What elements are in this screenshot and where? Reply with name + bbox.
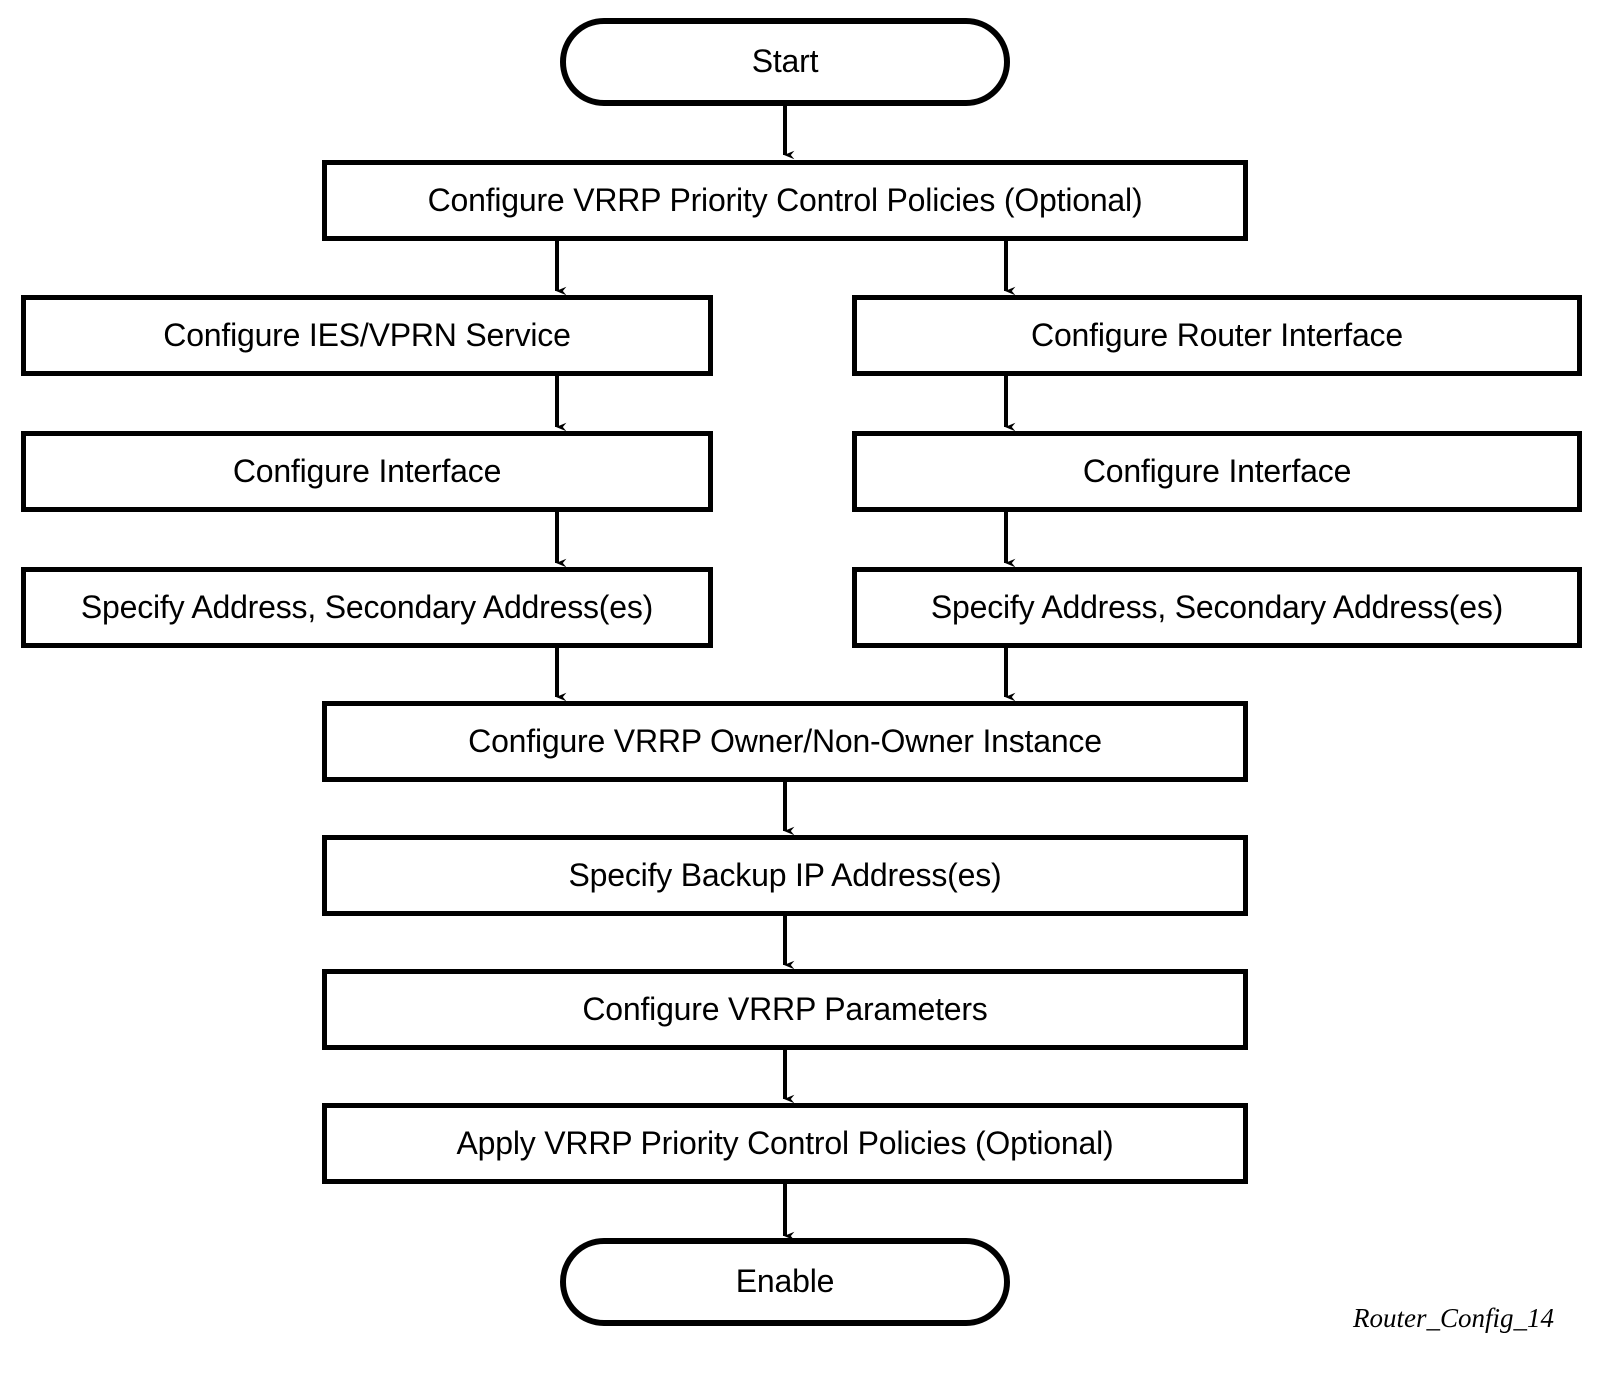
figure-caption: Router_Config_14 [1353, 1303, 1554, 1333]
node-start[interactable]: Start [560, 18, 1010, 106]
node-apply-vrrp-priority-control-policies[interactable]: Apply VRRP Priority Control Policies (Op… [322, 1103, 1248, 1184]
node-configure-vrrp-owner-non-owner-instance[interactable]: Configure VRRP Owner/Non-Owner Instance [322, 701, 1248, 782]
node-enable[interactable]: Enable [560, 1238, 1010, 1326]
node-specify-address-secondary-address-right[interactable]: Specify Address, Secondary Address(es) [852, 567, 1582, 648]
node-configure-interface-left[interactable]: Configure Interface [21, 431, 713, 512]
node-configure-router-interface[interactable]: Configure Router Interface [852, 295, 1582, 376]
node-specify-backup-ip-address[interactable]: Specify Backup IP Address(es) [322, 835, 1248, 916]
node-configure-vrrp-priority-control-policies[interactable]: Configure VRRP Priority Control Policies… [322, 160, 1248, 241]
node-configure-interface-right[interactable]: Configure Interface [852, 431, 1582, 512]
node-configure-ies-vprn-service[interactable]: Configure IES/VPRN Service [21, 295, 713, 376]
node-specify-address-secondary-address-left[interactable]: Specify Address, Secondary Address(es) [21, 567, 713, 648]
node-configure-vrrp-parameters[interactable]: Configure VRRP Parameters [322, 969, 1248, 1050]
